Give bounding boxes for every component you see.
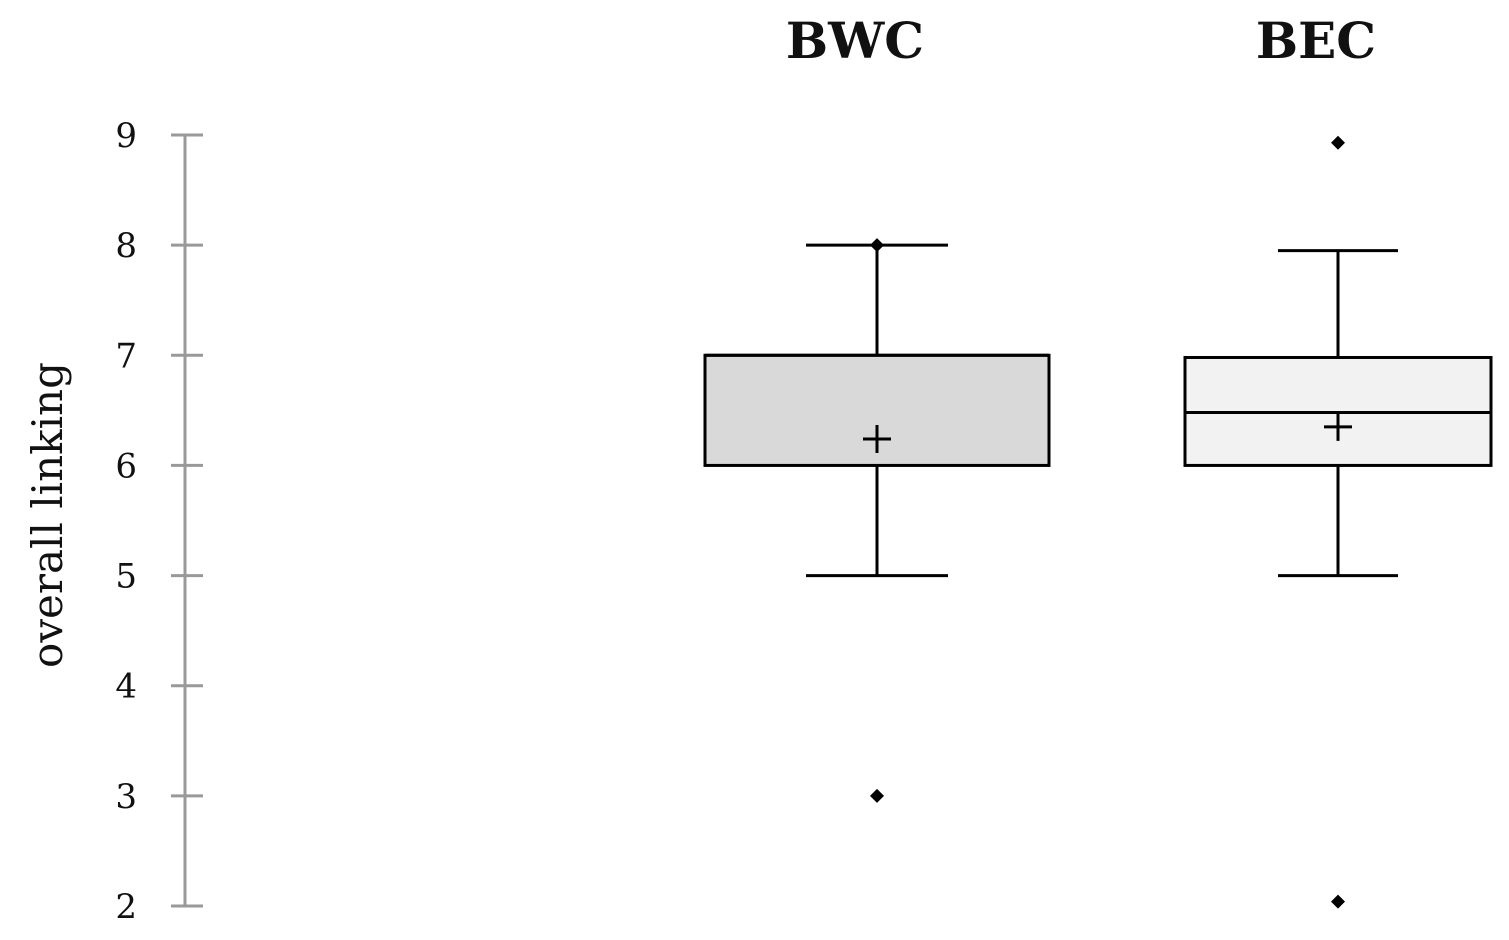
- category-labels: BWC BEC: [786, 11, 1376, 70]
- box-bec: [1183, 135, 1493, 909]
- y-tick-label: 4: [115, 667, 137, 707]
- outlier-point: [1331, 135, 1345, 150]
- category-label-bec: BEC: [1256, 11, 1376, 70]
- boxes: [703, 135, 1493, 909]
- category-label-bwc: BWC: [786, 11, 924, 70]
- outlier-point: [1331, 894, 1345, 909]
- y-tick-label: 5: [115, 557, 137, 597]
- y-tick-label: 9: [115, 116, 137, 156]
- y-axis-title: overall linking: [23, 362, 72, 668]
- y-tick-label: 7: [115, 336, 137, 376]
- y-tick-label: 3: [115, 777, 137, 817]
- outlier-point: [870, 238, 884, 253]
- y-tick-label: 6: [115, 446, 137, 486]
- y-tick-label: 2: [115, 887, 137, 927]
- y-tick-label: 8: [115, 226, 137, 266]
- y-axis: 2 3 4 5 6 7 8 9: [115, 116, 203, 927]
- outlier-point: [870, 788, 884, 803]
- box-bwc: [703, 238, 1051, 803]
